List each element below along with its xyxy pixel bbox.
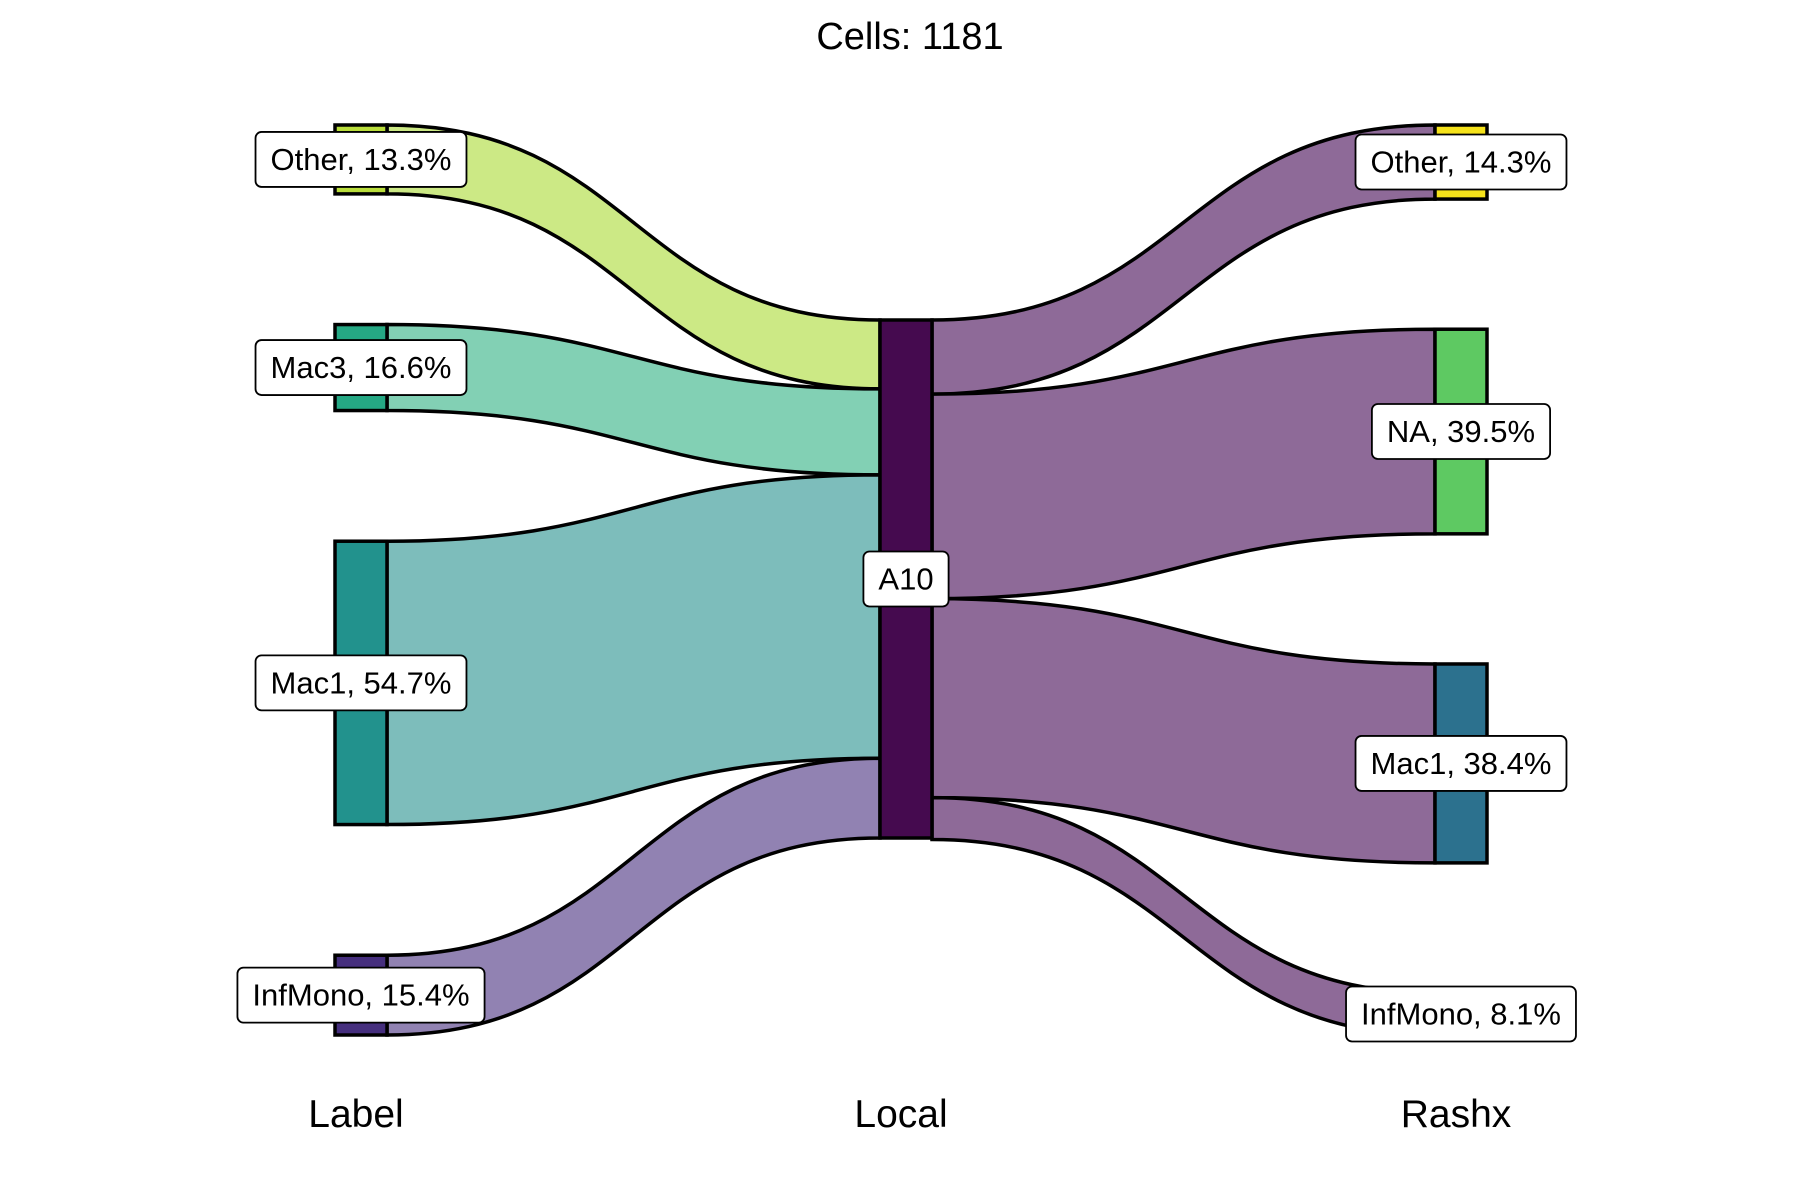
rashx-label-box [1354, 133, 1568, 191]
axis-labels: Label Local Rashx [308, 1093, 1511, 1136]
label-label-other: Other, 13.3% [254, 131, 468, 188]
label-label-box [236, 966, 486, 1024]
local-label-box [862, 550, 950, 608]
rashx-label-text: InfMono, 8.1% [1361, 997, 1561, 1032]
rashx-label-na: NA, 39.5% [1370, 403, 1552, 460]
label-label-text: Other, 13.3% [271, 142, 452, 177]
label-label-text: Mac1, 54.7% [271, 665, 452, 700]
rashx-label-box [1354, 735, 1568, 792]
label-label-box [254, 654, 468, 712]
local-label-a10: A10 [862, 550, 950, 608]
label-label-mac1: Mac1, 54.7% [254, 654, 468, 712]
label-label-box [254, 339, 468, 396]
label-label-text: InfMono, 15.4% [252, 978, 469, 1013]
rashx-label-text: Mac1, 38.4% [1371, 746, 1552, 781]
right-flows [930, 123, 1437, 1037]
label-label-box [254, 131, 468, 188]
label-label-infmono: InfMono, 15.4% [236, 966, 486, 1024]
label-label-text: Mac3, 16.6% [271, 350, 452, 385]
axis-label-label: Label [308, 1093, 403, 1136]
rashx-label-box [1345, 985, 1577, 1043]
axis-label-local: Local [854, 1093, 947, 1136]
chart-title: Cells: 1181 [816, 16, 1003, 58]
axis-label-rashx: Rashx [1401, 1093, 1512, 1136]
rashx-label-text: Other, 14.3% [1371, 145, 1552, 180]
label-label-mac3: Mac3, 16.6% [254, 339, 468, 396]
rashx-label-infmono: InfMono, 8.1% [1345, 985, 1577, 1043]
rashx-label-box [1370, 403, 1552, 460]
rashx-label-mac1: Mac1, 38.4% [1354, 735, 1568, 792]
local-label-text: A10 [878, 562, 933, 597]
rashx-label-other: Other, 14.3% [1354, 133, 1568, 191]
stratum-labels: Other, 13.3% Mac3, 16.6% Mac1, 54.7% InfMon… [236, 131, 1577, 1043]
rashx-label-text: NA, 39.5% [1387, 414, 1535, 449]
